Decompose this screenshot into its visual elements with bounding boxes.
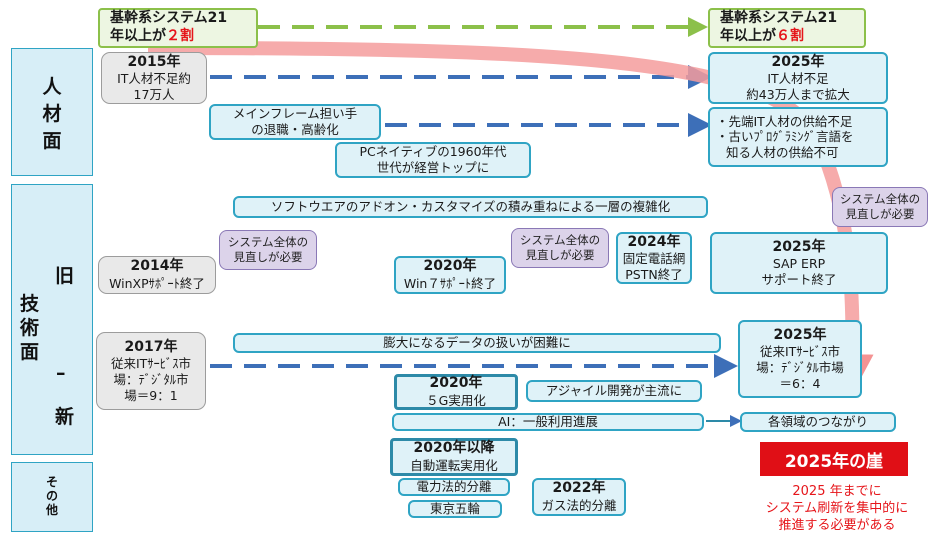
box-ai: AI：一般利用進展 [392, 413, 704, 431]
box-skill-shortage: ・先端IT人材の供給不足 ・古いﾌﾟﾛｸﾞﾗﾐﾝｸﾞ言語を 知る人材の供給不可 [708, 107, 888, 167]
box-2020-5g: 2020年 ５G実用化 [394, 374, 518, 410]
bubble-review-2: システム全体の見直しが必要 [511, 228, 609, 268]
box-mainframe-retire: メインフレーム担い手 の退職・高齢化 [209, 104, 381, 140]
box-2024-pstn: 2024年 固定電話網 PSTN終了 [616, 232, 692, 284]
box-data-difficulty: 膨大になるデータの扱いが困難に [233, 333, 721, 353]
box-2022-gas: 2022年 ガス法的分離 [532, 478, 626, 516]
box-2017-market: 2017年 従来ITｻｰﾋﾞｽ市 場：ﾃﾞｼﾞﾀﾙ市 場＝9：1 [96, 332, 206, 410]
box-2025-sap: 2025年 SAP ERP サポート終了 [710, 232, 888, 294]
box-connect: 各領域のつながり [740, 412, 896, 432]
box-2014-winxp: 2014年 WinXPｻﾎﾟｰﾄ終了 [98, 256, 216, 294]
box-tokyo-olympics: 東京五輪 [408, 500, 502, 518]
bubble-review-3: システム全体の見直しが必要 [832, 187, 928, 227]
cliff-note: 2025 年までに システム刷新を集中的に 推進する必要がある [765, 484, 909, 533]
bubble-review-1: システム全体の見直しが必要 [219, 230, 317, 270]
box-2020-win7: 2020年 Win７ｻﾎﾟｰﾄ終了 [394, 256, 506, 294]
box-agile: アジャイル開発が主流に [526, 380, 702, 402]
box-2015-it-shortage: 2015年 IT人材不足約 17万人 [101, 52, 207, 104]
right-ratio: ６割 [776, 27, 804, 44]
box-power-separation: 電力法的分離 [398, 478, 510, 496]
side-label-tech: 旧 技 術 面 – 新 [11, 184, 93, 455]
box-addon-complexity: ソフトウエアのアドオン・カスタマイズの積み重ねによる一層の複雑化 [233, 196, 708, 218]
box-pc-native: PCネイティブの1960年代 世代が経営トップに [335, 142, 531, 178]
box-autonomous-driving: 2020年以降 自動運転実用化 [390, 438, 518, 476]
box-2025-it-shortage: 2025年 IT人材不足 約43万人まで拡大 [708, 52, 888, 104]
top-right-legacy-box: 基幹系システム21 年以上が６割 [708, 8, 866, 48]
top-left-legacy-box: 基幹系システム21 年以上が２割 [98, 8, 258, 48]
side-label-other: そ の 他 [11, 462, 93, 532]
side-label-people: 人 材 面 [11, 48, 93, 176]
left-ratio: ２割 [166, 27, 194, 44]
box-2025-market: 2025年 従来ITｻｰﾋﾞｽ市 場：ﾃﾞｼﾞﾀﾙ市場 ＝6：4 [738, 320, 862, 398]
cliff-title: 2025年の崖 [760, 442, 908, 476]
